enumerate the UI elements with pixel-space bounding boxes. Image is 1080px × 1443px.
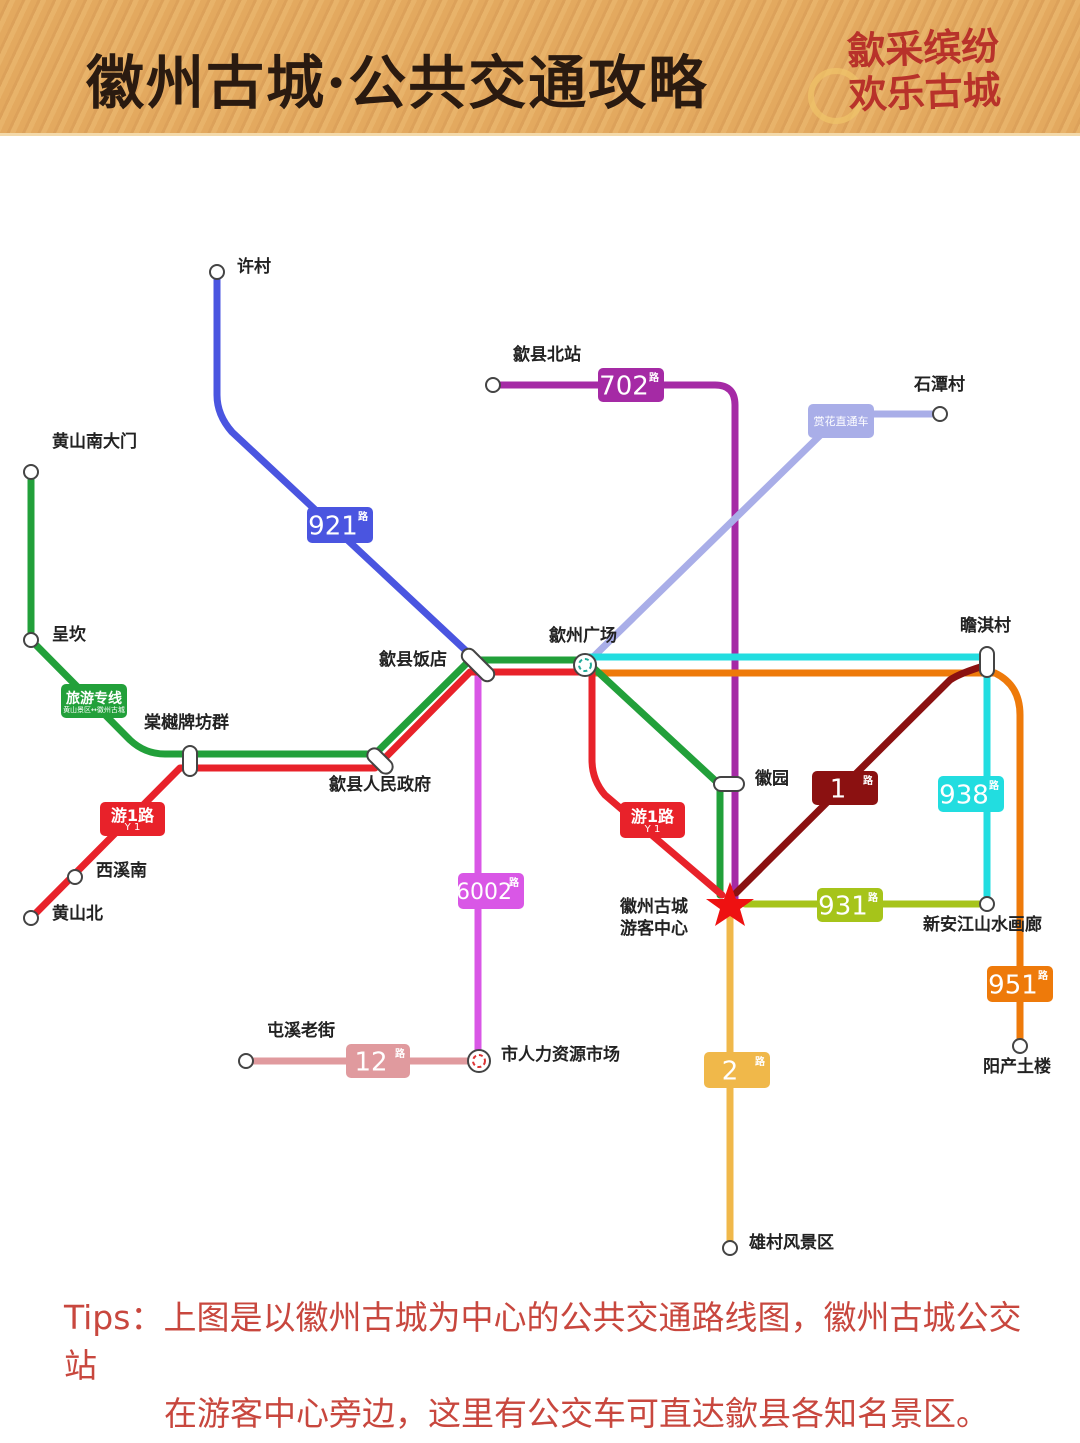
tips-line1: Tips：上图是以徽州古城为中心的公共交通路线图，徽州古城公交站 [64, 1298, 1022, 1385]
center-star-icon [706, 882, 754, 926]
route-badge-label: 游1路 [631, 807, 675, 826]
route-badge-flower[interactable]: 赏花直通车 [808, 404, 874, 438]
station-label-center_line1: 徽州古城 [619, 896, 688, 917]
station-label-yangchan: 阳产土楼 [983, 1056, 1051, 1077]
route-badge-label: 951 [988, 970, 1038, 1000]
route-badge-label: 931 [818, 891, 868, 921]
station-label-gov: 歙县人民政府 [328, 774, 431, 795]
route-badge-suffix: 路 [863, 774, 874, 787]
route-badge-suffix: 路 [649, 371, 660, 384]
station-label-zhanqi: 瞻淇村 [960, 615, 1011, 636]
route-badge-label: 旅游专线 [66, 690, 122, 707]
route-badge-label: 1 [830, 774, 847, 804]
route-badge-label: 702 [599, 371, 649, 401]
station-xinanjiang[interactable] [979, 896, 995, 912]
station-label-center_line2: 游客中心 [620, 918, 688, 939]
line-tour[interactable] [27, 468, 724, 899]
logo-ring-decoration [808, 68, 864, 124]
station-tunxi[interactable] [238, 1053, 254, 1069]
interchange-icon [578, 658, 592, 672]
route-badge-label: 赏花直通车 [814, 414, 869, 428]
station-label-shexian_hotel: 歙县饭店 [378, 649, 447, 670]
route-badge-label: 938 [939, 780, 989, 810]
transfer-huiyuan[interactable] [713, 776, 745, 792]
transfer-zhanqi[interactable] [979, 646, 995, 678]
station-huangshan_south_gate[interactable] [23, 464, 39, 480]
station-huangshan_north[interactable] [23, 910, 39, 926]
line-951[interactable] [581, 669, 1024, 1050]
page-title: 徽州古城·公共交通攻略 [86, 49, 709, 117]
transfer-shexian_hotel[interactable] [459, 646, 497, 684]
route-badge-label: 6002 [456, 880, 512, 905]
route-badge-label: 12 [354, 1047, 387, 1077]
station-label-chengkan: 呈坎 [52, 624, 86, 645]
route-badge-sub: Y 1 [644, 824, 661, 835]
station-xixi_south[interactable] [67, 869, 83, 885]
route-badge-label: 921 [308, 511, 358, 541]
route-badge-suffix: 路 [395, 1047, 406, 1060]
station-label-shezhou_square: 歙州广场 [548, 625, 617, 646]
transfer-tangyue[interactable] [182, 745, 198, 777]
route-badge-label: 2 [722, 1056, 739, 1086]
station-label-xinanjiang: 新安江山水画廊 [923, 914, 1042, 935]
transfer-gov[interactable] [364, 745, 395, 776]
route-badge-sub: 黄山景区↔徽州古城 [63, 705, 125, 714]
station-label-huangshan_south_gate: 黄山南大门 [52, 431, 137, 452]
station-label-shitan: 石潭村 [913, 374, 965, 395]
station-label-tangyue: 棠樾牌坊群 [143, 712, 229, 733]
transfer-shezhou_square [573, 653, 597, 677]
transfer-hr_market [467, 1049, 491, 1073]
station-label-hr_market: 市人力资源市场 [501, 1044, 620, 1065]
route-badge-label: 游1路 [111, 806, 155, 825]
station-label-huiyuan: 徽园 [754, 768, 789, 789]
station-label-tunxi: 屯溪老街 [267, 1020, 335, 1041]
route-badge-suffix: 路 [755, 1055, 766, 1068]
route-badge-suffix: 路 [1038, 969, 1049, 982]
station-label-huangshan_north: 黄山北 [52, 903, 103, 924]
header-banner: 徽州古城·公共交通攻略 歙采缤纷 欢乐古城 [0, 0, 1080, 136]
route-badge-suffix: 路 [989, 779, 1000, 792]
station-label-xiongcun: 雄村风景区 [748, 1232, 834, 1253]
line-flower[interactable] [581, 410, 944, 669]
route-badge-suffix: 路 [358, 510, 369, 523]
station-shexian_north[interactable] [485, 377, 501, 393]
station-shitan[interactable] [932, 406, 948, 422]
station-xiongcun[interactable] [722, 1240, 738, 1256]
station-xucun[interactable] [209, 264, 225, 280]
route-badge-12[interactable]: 12 路 [346, 1044, 410, 1078]
tips-line2: 在游客中心旁边，这里有公交车可直达歙县各知名景区。 [164, 1394, 989, 1433]
route-badge-suffix: 路 [868, 891, 879, 904]
line-921[interactable] [213, 268, 482, 666]
station-label-shexian_north: 歙县北站 [512, 344, 581, 365]
line-702[interactable] [489, 381, 739, 904]
station-yangchan[interactable] [1012, 1038, 1028, 1054]
route-badge-sub: Y 1 [124, 822, 141, 833]
tips-text: Tips：上图是以徽州古城为中心的公共交通路线图，徽州古城公交站 在游客中心旁边… [64, 1294, 1044, 1438]
route-badge-suffix: 路 [509, 876, 520, 889]
line-y1[interactable] [27, 668, 726, 922]
station-label-xucun: 许村 [237, 256, 271, 277]
station-chengkan[interactable] [23, 632, 39, 648]
station-label-xixi_south: 西溪南 [96, 860, 147, 881]
interchange-icon [472, 1054, 486, 1068]
